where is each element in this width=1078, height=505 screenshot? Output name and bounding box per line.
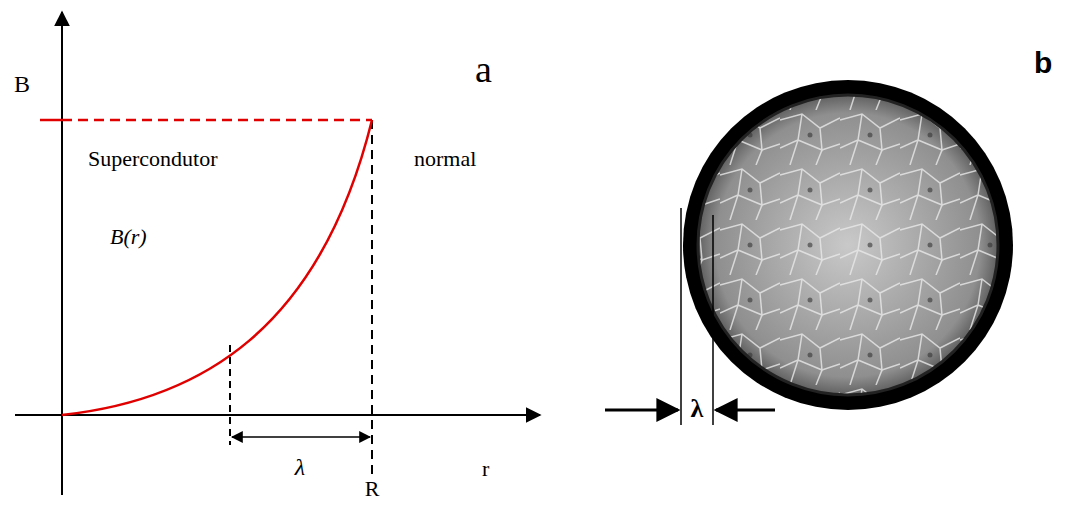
curve-label: B(r) xyxy=(110,226,147,248)
inner-edge xyxy=(698,95,998,395)
x-axis xyxy=(15,414,540,416)
field-level-dashed xyxy=(62,119,372,122)
field-level xyxy=(40,119,62,122)
region-label: Supercondutor xyxy=(88,148,218,170)
field-curve xyxy=(62,120,372,415)
depth-label: λ xyxy=(689,396,706,422)
depth-label: λ xyxy=(293,455,307,479)
outer-ring xyxy=(683,80,1013,410)
axis-label: r xyxy=(482,458,489,480)
panel-letter: b xyxy=(1034,48,1052,78)
boundary-label: R xyxy=(363,478,382,500)
depth-line xyxy=(680,208,682,425)
boundary-line xyxy=(371,120,373,500)
region-label: normal xyxy=(414,148,476,170)
grain-texture xyxy=(698,95,998,395)
depth-arrow xyxy=(232,436,370,438)
depth-line xyxy=(712,215,714,425)
depth-arrow xyxy=(605,409,678,412)
axis-label: B xyxy=(14,72,30,96)
y-axis xyxy=(61,12,63,495)
depth-marker xyxy=(229,345,231,445)
panel-letter: a xyxy=(475,50,492,88)
depth-arrow xyxy=(716,409,775,412)
